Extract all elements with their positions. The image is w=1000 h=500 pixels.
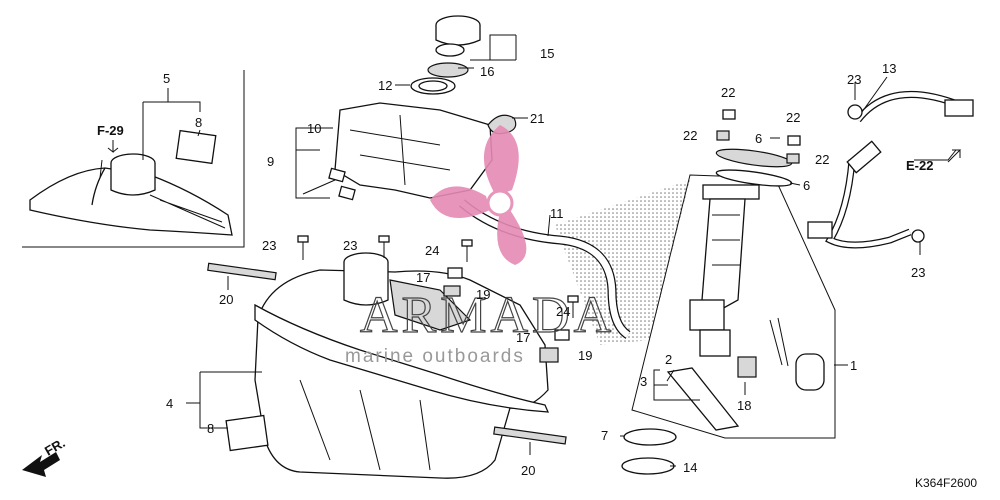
ref-f29: F-29 xyxy=(97,123,124,138)
callout-7: 7 xyxy=(601,428,608,443)
ref-f29-arrow xyxy=(107,140,119,154)
callout-4: 4 xyxy=(166,396,173,411)
diagram-code: K364F2600 xyxy=(915,476,977,490)
callout-22-c: 22 xyxy=(786,110,800,125)
callout-22-b: 22 xyxy=(683,128,697,143)
watermark-tagline: marine outboards xyxy=(345,346,525,367)
watermark-brand: ARMADA xyxy=(360,287,615,344)
callout-11: 11 xyxy=(550,206,564,221)
callout-6-a: 6 xyxy=(755,131,762,146)
bolt-23-a xyxy=(297,235,309,260)
callout-14: 14 xyxy=(683,460,697,475)
ring-14 xyxy=(621,457,675,475)
ref-e22: E-22 xyxy=(906,158,933,173)
callout-13: 13 xyxy=(882,61,896,76)
ring-7 xyxy=(623,428,677,446)
watermark-propeller xyxy=(430,125,527,265)
fuel-pump-assembly xyxy=(689,184,825,391)
wire-harness xyxy=(807,90,974,249)
callout-8-main: 8 xyxy=(207,421,214,436)
callout-1: 1 xyxy=(850,358,857,373)
bolt-24-b xyxy=(567,295,579,318)
bolt-23-b xyxy=(378,235,390,258)
collar-17-a xyxy=(447,267,463,279)
nut-22-d xyxy=(786,153,800,164)
callout-22-d: 22 xyxy=(815,152,829,167)
gasket-6-top xyxy=(715,148,793,168)
pump-filter xyxy=(666,367,740,431)
callout-12: 12 xyxy=(378,78,392,93)
tank-strip-lower xyxy=(493,426,567,445)
seal-pad-lower xyxy=(225,414,269,452)
nut-22-a xyxy=(722,109,736,120)
nut-22-b xyxy=(716,130,730,141)
callout-16: 16 xyxy=(480,64,494,79)
callout-5: 5 xyxy=(163,71,170,86)
leader-lines xyxy=(142,34,957,467)
exploded-view-shading xyxy=(555,180,690,345)
callout-15: 15 xyxy=(540,46,554,61)
callout-23-a: 23 xyxy=(262,238,276,253)
front-label: FR. xyxy=(42,435,68,458)
filler-bracket xyxy=(328,102,493,201)
ref-e22-arrow xyxy=(947,149,962,163)
callout-20-b: 20 xyxy=(521,463,535,478)
callout-23-d: 23 xyxy=(911,265,925,280)
callout-8-inset: 8 xyxy=(195,115,202,130)
collar-17-b xyxy=(554,329,570,341)
callouts: 5 8 10 9 12 16 15 21 11 23 23 24 17 19 2… xyxy=(163,46,925,478)
collar-19-b xyxy=(539,347,559,363)
fuel-tank xyxy=(254,252,550,479)
inset-filler-assembly xyxy=(29,129,233,236)
bolt-24-a xyxy=(461,239,473,262)
callout-6-b: 6 xyxy=(803,178,810,193)
callout-23-c: 23 xyxy=(847,72,861,87)
callout-22-a: 22 xyxy=(721,85,735,100)
callout-2: 2 xyxy=(665,352,672,367)
callout-17-a: 17 xyxy=(416,270,430,285)
callout-18: 18 xyxy=(737,398,751,413)
callout-24-a: 24 xyxy=(425,243,439,258)
callout-21: 21 xyxy=(530,111,544,126)
callout-23-b: 23 xyxy=(343,238,357,253)
callout-17-b: 17 xyxy=(516,330,530,345)
callout-19-b: 19 xyxy=(578,348,592,363)
callout-19-a: 19 xyxy=(476,287,490,302)
fuel-cap-assembly xyxy=(410,15,481,95)
callout-9: 9 xyxy=(267,154,274,169)
front-direction-marker: FR. xyxy=(22,435,68,477)
callout-3: 3 xyxy=(640,374,647,389)
collar-19-a xyxy=(443,285,461,297)
callout-24-b: 24 xyxy=(556,304,570,319)
callout-10: 10 xyxy=(307,121,321,136)
nut-22-c xyxy=(787,135,801,146)
tank-strip-upper xyxy=(207,262,277,281)
callout-20-a: 20 xyxy=(219,292,233,307)
inset-frame xyxy=(22,70,245,248)
